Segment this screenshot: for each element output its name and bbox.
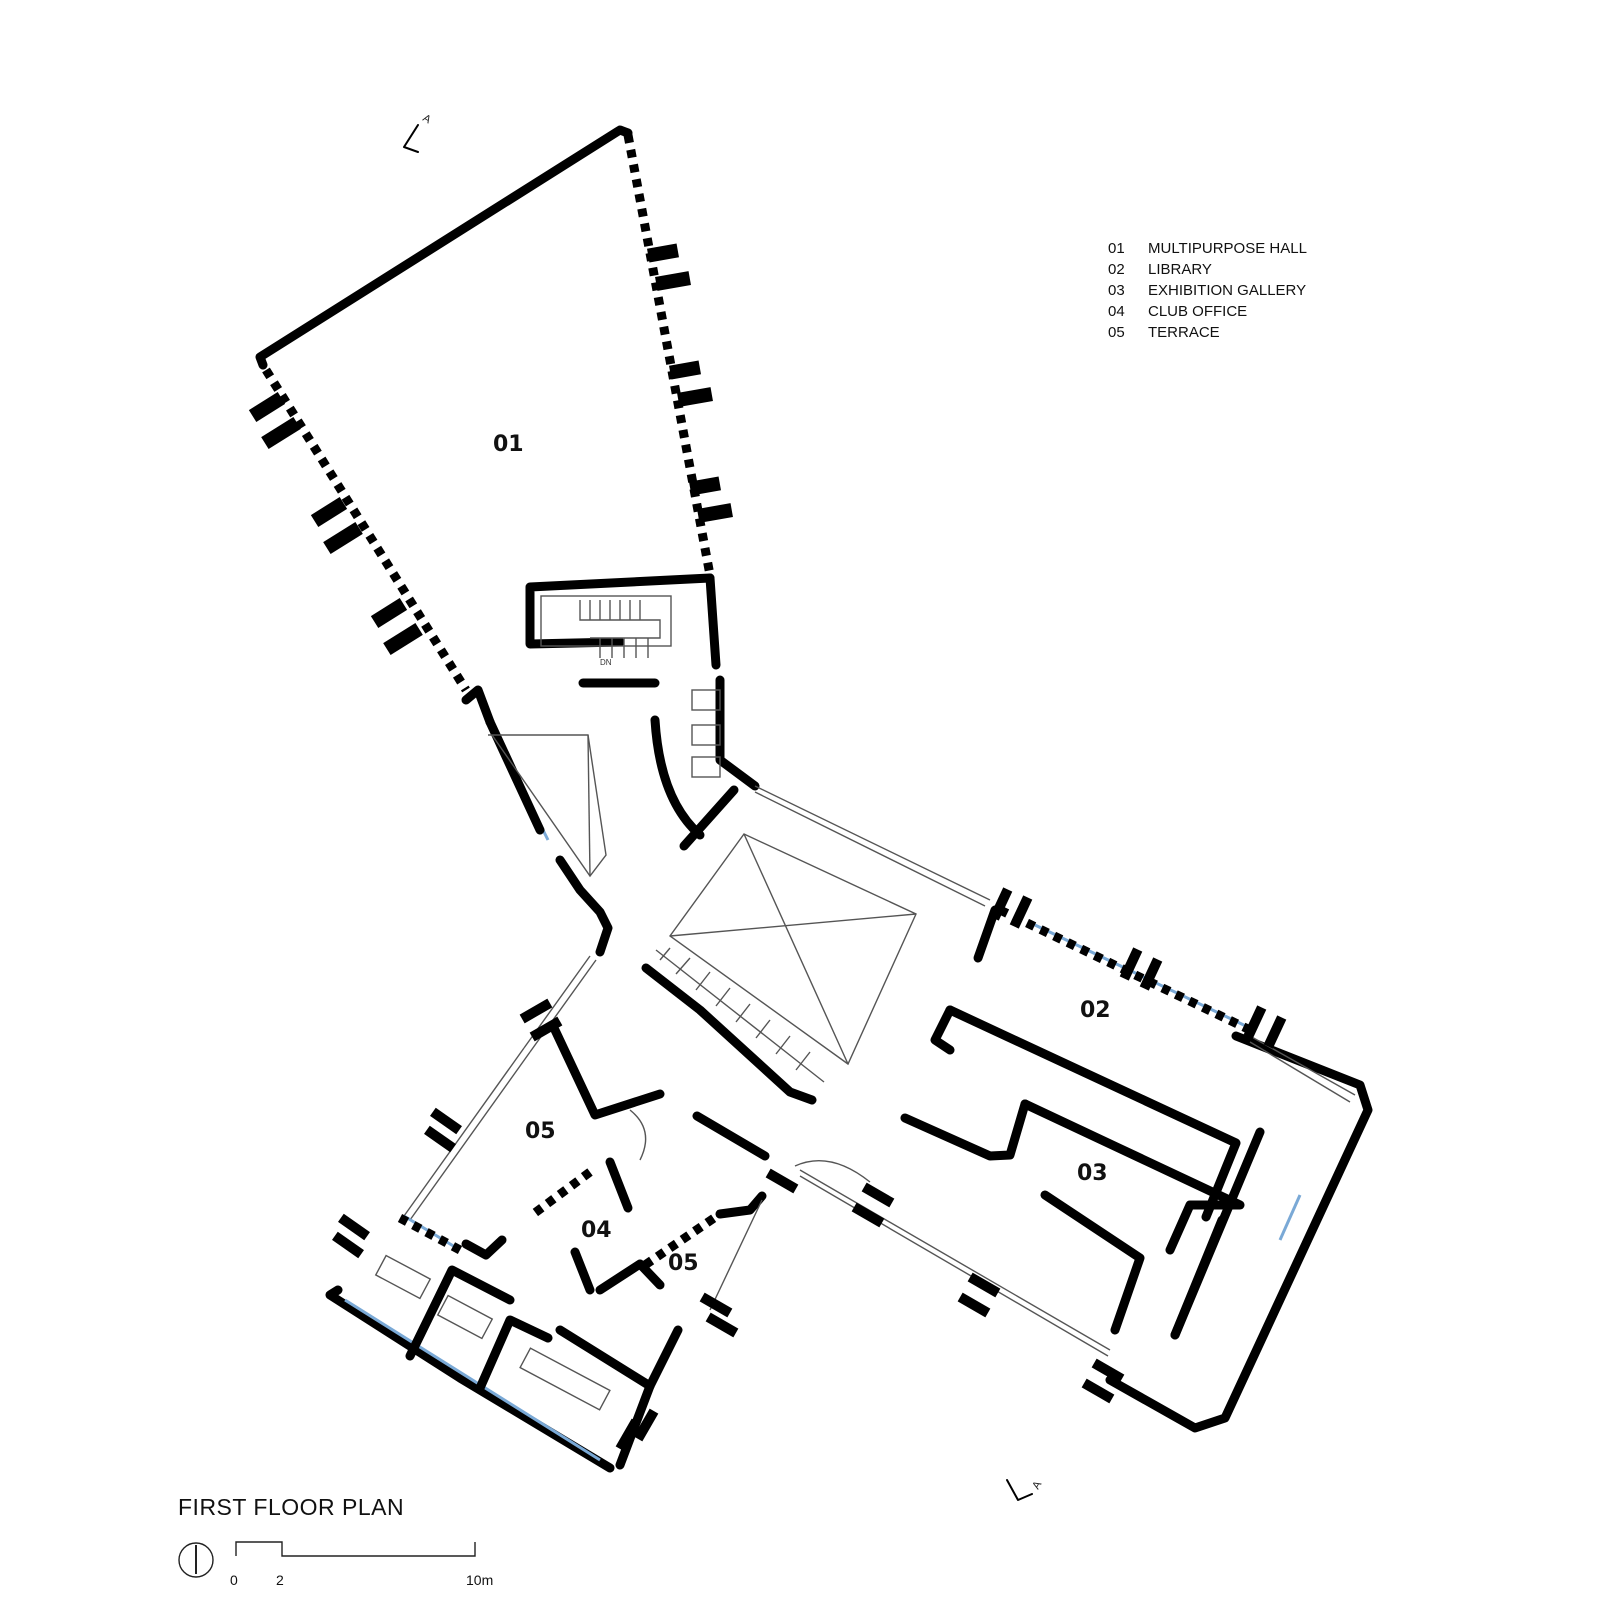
room-label-club-office: 04: [581, 1218, 612, 1243]
legend-number: 03: [1108, 282, 1125, 299]
svg-text:A: A: [1030, 1479, 1044, 1492]
legend-name: CLUB OFFICE: [1148, 303, 1248, 320]
room-label-library: 02: [1080, 998, 1111, 1023]
multipurpose-hall-walls: [255, 125, 721, 693]
legend-item: 04 CLUB OFFICE: [1108, 301, 1307, 322]
legend-item: 01 MULTIPURPOSE HALL: [1108, 238, 1307, 259]
plan-title: FIRST FLOOR PLAN: [178, 1494, 405, 1520]
legend-number: 02: [1108, 261, 1125, 278]
grand-stair: [641, 947, 825, 1105]
legend-item: 03 EXHIBITION GALLERY: [1108, 280, 1307, 301]
legend-item: 05 TERRACE: [1108, 322, 1307, 343]
legend-item: 02 LIBRARY: [1108, 259, 1307, 280]
atrium-void: [641, 833, 917, 1105]
stair-dn-note: DN: [600, 658, 612, 667]
svg-text:A: A: [421, 112, 434, 126]
section-marker-top: A: [403, 112, 434, 153]
stair: DN: [540, 595, 672, 667]
legend-number: 05: [1108, 324, 1125, 341]
legend-name: EXHIBITION GALLERY: [1148, 282, 1307, 299]
room-label-terrace-west: 05: [525, 1119, 556, 1144]
room-label-exhibition-gallery: 03: [1077, 1161, 1108, 1186]
legend-number: 04: [1108, 303, 1125, 320]
section-marker-bottom: A: [1006, 1479, 1045, 1501]
library-gallery-piers: [851, 887, 1287, 1404]
scale-label-zero: 0: [230, 1572, 238, 1588]
legend-number: 01: [1108, 240, 1125, 257]
office-terrace-piers: [332, 998, 799, 1452]
scale-label-two: 2: [276, 1572, 284, 1588]
scale-bar: [235, 1541, 476, 1557]
legend-name: TERRACE: [1148, 324, 1220, 341]
legend-name: MULTIPURPOSE HALL: [1148, 240, 1307, 257]
room-label-terrace-south: 05: [668, 1251, 699, 1276]
hall-piers: [248, 243, 733, 656]
office-terrace-walls: [325, 955, 770, 1473]
library-gallery-walls: [794, 905, 1373, 1433]
north-arrow-icon: [178, 1542, 214, 1578]
legend-name: LIBRARY: [1148, 261, 1212, 278]
room-legend: 01 MULTIPURPOSE HALL 02 LIBRARY 03 EXHIB…: [1108, 238, 1307, 343]
scale-label-ten: 10m: [466, 1572, 494, 1588]
room-label-multipurpose-hall: 01: [493, 432, 524, 457]
core-walls: [461, 675, 991, 957]
